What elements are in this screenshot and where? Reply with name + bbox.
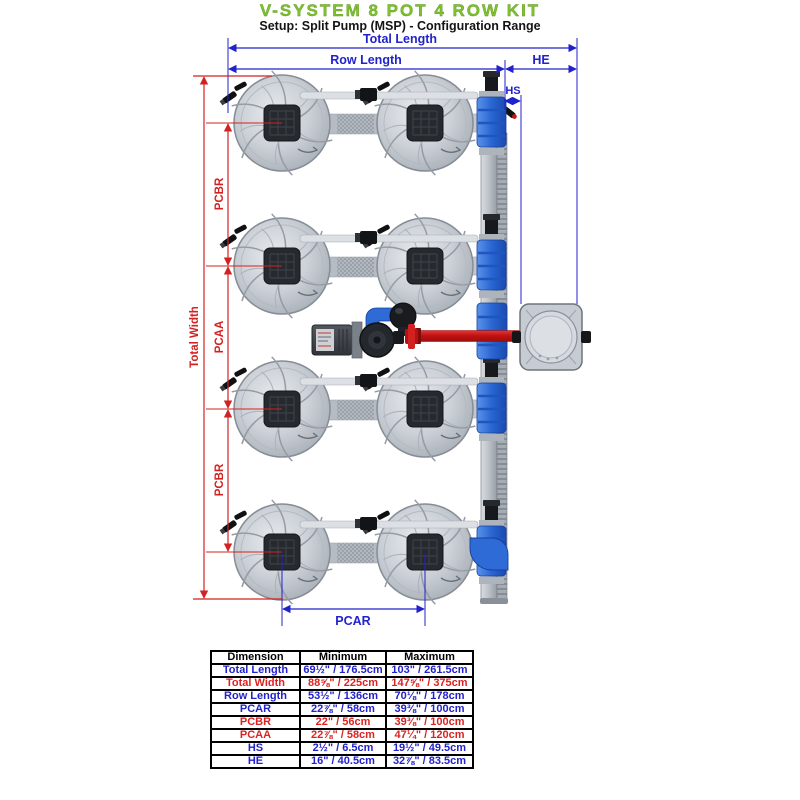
table-header-row: Dimension Minimum Maximum	[210, 650, 474, 665]
row-min: 69½" / 176.5cm	[299, 663, 387, 678]
row-min: 22⅞" / 58cm	[299, 728, 387, 743]
row-length-label: Row Length	[330, 53, 402, 67]
system-diagram: Total Length Row Length HE HS Total Widt…	[189, 32, 591, 628]
table-row: PCAA 22⅞" / 58cm 47¼" / 120cm	[210, 728, 474, 743]
page-subtitle: Setup: Split Pump (MSP) - Configuration …	[259, 19, 541, 33]
row-label: Total Width	[210, 676, 301, 691]
row-max: 47¼" / 120cm	[385, 728, 474, 743]
row-label: PCAR	[210, 702, 301, 717]
header-maximum: Maximum	[385, 650, 474, 665]
pot	[361, 499, 477, 605]
table-row: Row Length 53½" / 136cm 70⅛" / 178cm	[210, 689, 474, 704]
row-min: 16" / 40.5cm	[299, 754, 387, 769]
row-label: HE	[210, 754, 301, 769]
row-label: Total Length	[210, 663, 301, 678]
pcar-label: PCAR	[335, 614, 370, 628]
row-max: 39⅜" / 100cm	[385, 715, 474, 730]
pot	[361, 356, 477, 462]
table-row: PCAR 22⅞" / 58cm 39⅜" / 100cm	[210, 702, 474, 717]
row-max: 39⅜" / 100cm	[385, 702, 474, 717]
total-length-label: Total Length	[363, 32, 437, 46]
pcbr-upper-label: PCBR	[214, 177, 226, 210]
table-row: Total Length 69½" / 176.5cm 103" / 261.5…	[210, 663, 474, 678]
pot	[361, 213, 477, 319]
row-max: 32⅞" / 83.5cm	[385, 754, 474, 769]
dimension-annotations: Total Length Row Length HE HS Total Widt…	[189, 32, 578, 628]
row-min: 22" / 56cm	[299, 715, 387, 730]
reservoir	[512, 303, 591, 371]
table-row: HE 16" / 40.5cm 32⅞" / 83.5cm	[210, 754, 474, 769]
row-min: 22⅞" / 58cm	[299, 702, 387, 717]
header-dimension: Dimension	[210, 650, 301, 665]
header-minimum: Minimum	[299, 650, 387, 665]
table-row: Total Width 88⅝" / 225cm 147⅝" / 375cm	[210, 676, 474, 691]
row-max: 147⅝" / 375cm	[385, 676, 474, 691]
pot	[361, 70, 477, 176]
hs-label: HS	[505, 85, 520, 97]
row-label: PCBR	[210, 715, 301, 730]
total-width-label: Total Width	[189, 306, 201, 368]
row-label: PCAA	[210, 728, 301, 743]
row-min: 88⅝" / 225cm	[299, 676, 387, 691]
table-row: PCBR 22" / 56cm 39⅜" / 100cm	[210, 715, 474, 730]
row-min: 2½" / 6.5cm	[299, 741, 387, 756]
row-label: HS	[210, 741, 301, 756]
pump-assembly	[311, 302, 417, 359]
red-supply-pipe	[405, 324, 522, 349]
pcaa-label: PCAA	[214, 321, 226, 354]
rail-bottom-elbow	[469, 537, 509, 571]
dimensions-table: Dimension Minimum Maximum Total Length 6…	[210, 650, 474, 769]
row-min: 53½" / 136cm	[299, 689, 387, 704]
row-label: Row Length	[210, 689, 301, 704]
he-label: HE	[532, 53, 549, 67]
row-max: 103" / 261.5cm	[385, 663, 474, 678]
pcbr-lower-label: PCBR	[214, 463, 226, 496]
table-row: HS 2½" / 6.5cm 19½" / 49.5cm	[210, 741, 474, 756]
row-max: 70⅛" / 178cm	[385, 689, 474, 704]
row-max: 19½" / 49.5cm	[385, 741, 474, 756]
page-title: V-SYSTEM 8 POT 4 ROW KIT	[259, 1, 541, 20]
